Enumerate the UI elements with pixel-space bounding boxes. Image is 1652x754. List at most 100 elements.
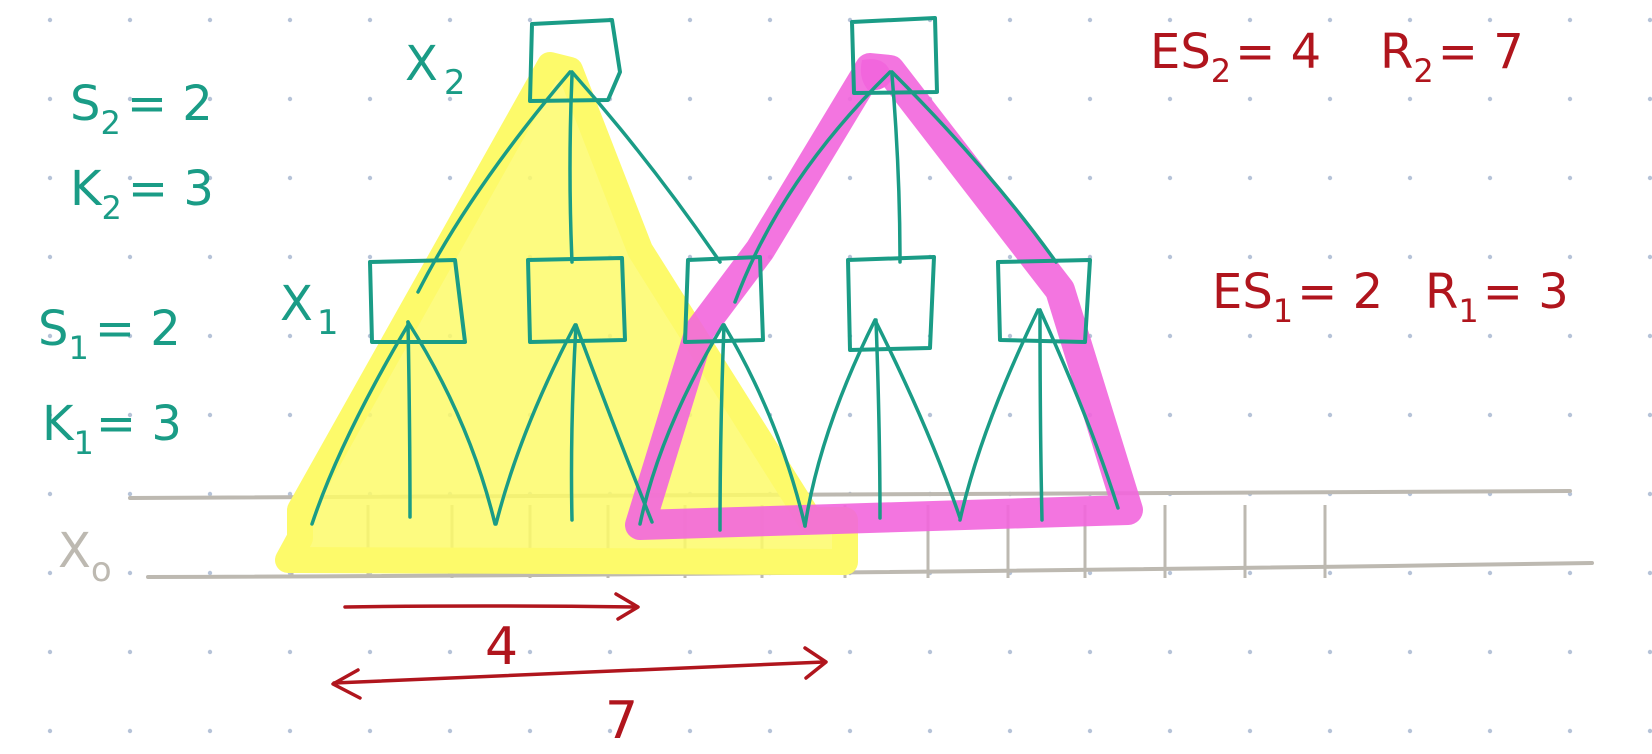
- grid-dot: [1567, 333, 1573, 339]
- grid-dot: [47, 96, 53, 102]
- grid-dot: [927, 728, 933, 734]
- edge-x1n2-c: [574, 323, 654, 524]
- s2-param: S2= 2: [70, 76, 213, 142]
- grid-dot: [1327, 728, 1333, 734]
- grid-dot: [1487, 17, 1493, 23]
- grid-dot: [1247, 175, 1253, 181]
- grid-dot: [1567, 728, 1573, 734]
- grid-dot: [767, 649, 773, 655]
- grid-dot: [687, 96, 693, 102]
- grid-dot: [1007, 96, 1013, 102]
- grid-dot: [1327, 17, 1333, 23]
- grid-dot: [1407, 570, 1413, 576]
- grid-dot: [607, 728, 613, 734]
- grid-dot: [47, 649, 53, 655]
- grid-dot: [1647, 254, 1652, 260]
- grid-dot: [207, 254, 213, 260]
- grid-dot: [687, 728, 693, 734]
- grid-dot: [1567, 570, 1573, 576]
- edge-x1n2-b: [569, 323, 578, 522]
- edge-x1n1-b: [406, 320, 412, 519]
- grid-dot: [1247, 254, 1253, 260]
- grid-dot: [1087, 728, 1093, 734]
- grid-dot: [207, 491, 213, 497]
- grid-dot: [1327, 175, 1333, 181]
- grid-dot: [127, 175, 133, 181]
- grid-dot: [47, 491, 53, 497]
- grid-dot: [287, 412, 293, 418]
- grid-dot: [287, 333, 293, 339]
- stride-arrow-line: [343, 604, 638, 609]
- grid-dot: [1247, 412, 1253, 418]
- grid-dot: [1007, 412, 1013, 418]
- grid-dot: [287, 728, 293, 734]
- edge-x2r-x1n3: [733, 70, 892, 304]
- grid-dot: [1487, 649, 1493, 655]
- grid-dot: [1567, 254, 1573, 260]
- stride-arrow-head: [614, 592, 640, 621]
- grid-dot: [447, 175, 453, 181]
- grid-dot: [1407, 333, 1413, 339]
- edge-x2l-x1n1: [416, 70, 572, 294]
- grid-dot: [1407, 254, 1413, 260]
- x2-layer-nodes: [528, 16, 939, 103]
- grid-dot: [1087, 96, 1093, 102]
- grid-dot: [127, 254, 133, 260]
- grid-dot: [367, 17, 373, 23]
- grid-dot: [1247, 570, 1253, 576]
- grid-dot: [1007, 175, 1013, 181]
- grid-dot: [207, 728, 213, 734]
- grid-dot: [927, 649, 933, 655]
- edge-x2r-x1n4: [890, 73, 902, 264]
- x0-label: Xo: [58, 523, 112, 590]
- grid-dot: [927, 175, 933, 181]
- k2-param: K2= 3: [70, 161, 214, 227]
- grid-dot: [1167, 649, 1173, 655]
- grid-dot: [47, 728, 53, 734]
- grid-dot: [1167, 728, 1173, 734]
- grid-dot: [1087, 570, 1093, 576]
- grid-dot: [1407, 649, 1413, 655]
- grid-dot: [47, 570, 53, 576]
- grid-dot: [687, 17, 693, 23]
- x1-layer-nodes: [368, 255, 1092, 352]
- grid-dot: [1647, 96, 1652, 102]
- grid-dot: [767, 333, 773, 339]
- grid-dot: [1007, 728, 1013, 734]
- grid-dot: [1487, 333, 1493, 339]
- grid-dot: [367, 649, 373, 655]
- grid-dot: [1087, 649, 1093, 655]
- x1-node-5: [996, 258, 1092, 344]
- grid-dot: [287, 491, 293, 497]
- grid-dot: [1327, 333, 1333, 339]
- edge-x1n4-a: [803, 318, 877, 528]
- edge-x1n5-c: [1038, 308, 1120, 510]
- grid-dot: [127, 96, 133, 102]
- grid-dot: [1167, 412, 1173, 418]
- grid-dot: [207, 649, 213, 655]
- x2-to-x1-edges: [416, 70, 1058, 304]
- grid-dot: [1327, 649, 1333, 655]
- grid-dot: [1407, 17, 1413, 23]
- grid-dot: [127, 17, 133, 23]
- grid-dot: [1087, 17, 1093, 23]
- s1-param: S1= 2: [38, 301, 181, 367]
- grid-dot: [1407, 728, 1413, 734]
- grid-dot: [1487, 412, 1493, 418]
- edge-x1n2-a: [494, 323, 577, 526]
- stride-label: 4: [485, 617, 518, 677]
- grid-dot: [287, 649, 293, 655]
- edge-x2l-x1n2: [568, 73, 574, 264]
- grid-dot: [1247, 649, 1253, 655]
- grid-dot: [447, 649, 453, 655]
- grid-dot: [1247, 728, 1253, 734]
- grid-dot: [1487, 175, 1493, 181]
- grid-dot: [287, 254, 293, 260]
- grid-dot: [127, 728, 133, 734]
- grid-dot: [527, 17, 533, 23]
- es1-param: ES1= 2: [1212, 264, 1383, 330]
- yellow-receptive-field-highlight: [275, 52, 858, 575]
- x1-node-2: [526, 256, 627, 344]
- grid-dot: [1167, 570, 1173, 576]
